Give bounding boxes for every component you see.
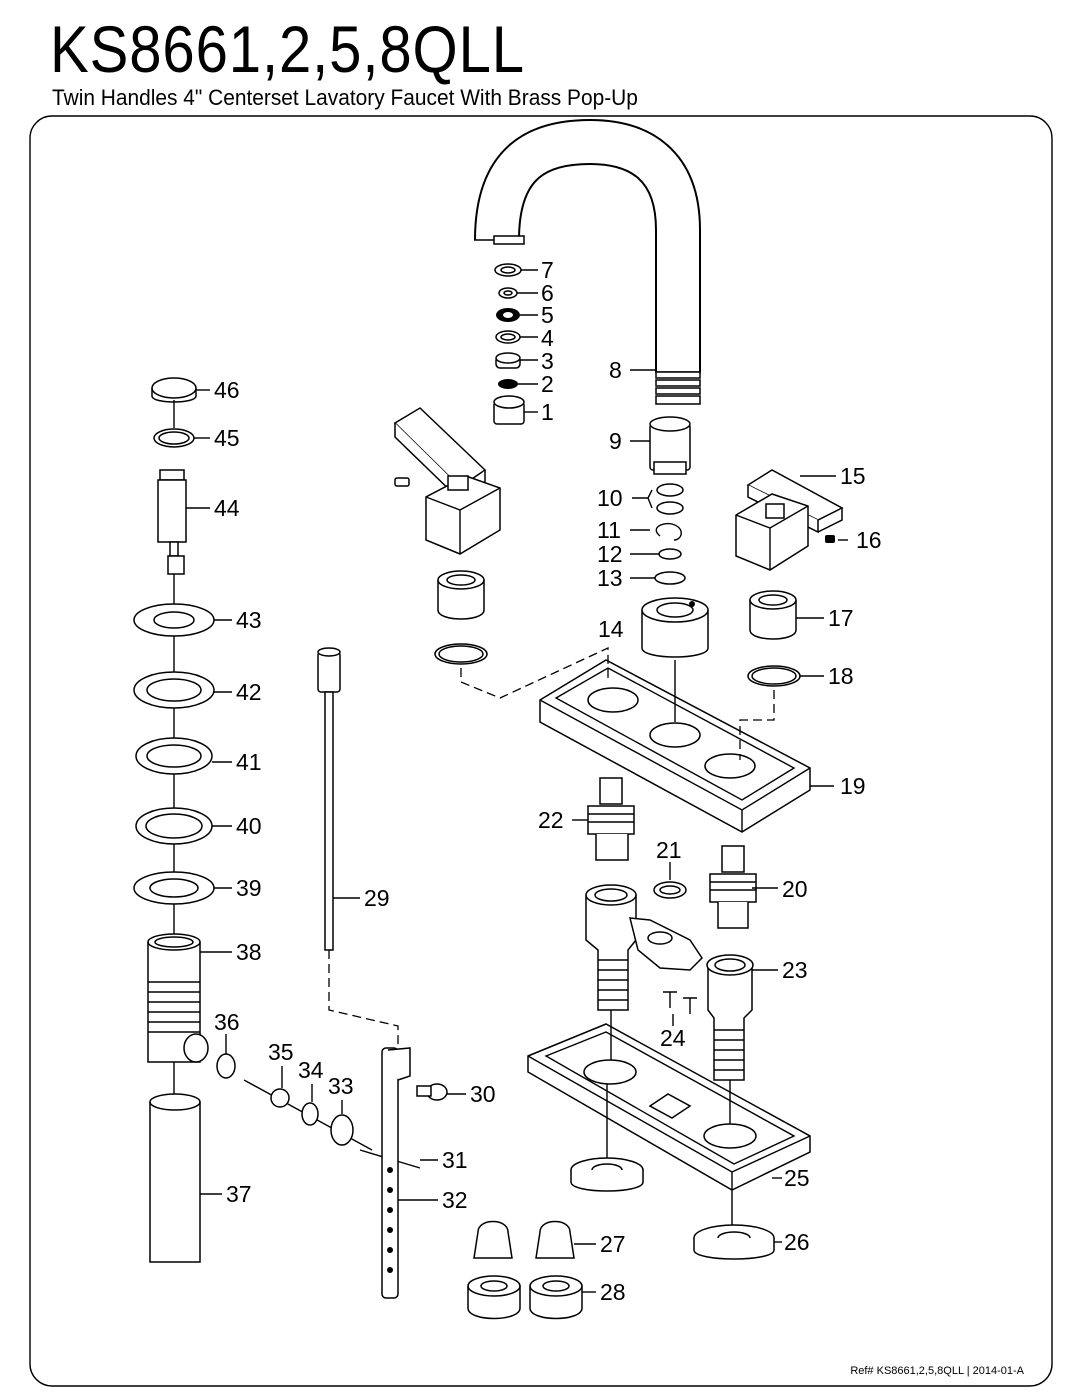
callout-13: 13 bbox=[597, 565, 623, 591]
callout-6: 6 bbox=[541, 280, 554, 306]
callout-32: 32 bbox=[442, 1187, 468, 1213]
callout-17: 17 bbox=[828, 605, 854, 631]
callout-46: 46 bbox=[214, 377, 240, 403]
callout-12: 12 bbox=[597, 541, 623, 567]
callout-44: 44 bbox=[214, 495, 240, 521]
callout-5: 5 bbox=[541, 302, 554, 328]
callout-leaders bbox=[186, 269, 848, 1293]
callout-19: 19 bbox=[840, 773, 866, 799]
diagram-frame bbox=[29, 115, 1053, 1387]
supply-connector-parts bbox=[467, 1220, 583, 1320]
model-title: KS8661,2,5,8QLL bbox=[50, 12, 525, 86]
mounting-nut-parts bbox=[570, 1157, 775, 1260]
callout-33: 33 bbox=[328, 1073, 354, 1099]
spout-hub-parts bbox=[641, 416, 709, 658]
callout-28: 28 bbox=[600, 1279, 626, 1305]
callout-27: 27 bbox=[600, 1231, 626, 1257]
callout-9: 9 bbox=[609, 428, 622, 454]
assembly-guide-lines bbox=[173, 400, 775, 1225]
valve-body-parts bbox=[585, 881, 754, 1081]
callout-22: 22 bbox=[538, 807, 564, 833]
callout-numbers: 7 6 5 4 3 2 1 8 9 10 11 12 13 14 15 16 1… bbox=[214, 257, 882, 1305]
callout-39: 39 bbox=[236, 875, 262, 901]
callout-18: 18 bbox=[828, 663, 854, 689]
model-description: Twin Handles 4" Centerset Lavatory Fauce… bbox=[52, 85, 638, 110]
callout-38: 38 bbox=[236, 939, 262, 965]
spout-part bbox=[474, 118, 701, 405]
callout-23: 23 bbox=[782, 957, 808, 983]
callout-37: 37 bbox=[226, 1181, 252, 1207]
callout-20: 20 bbox=[782, 876, 808, 902]
reference-code: Ref# KS8661,2,5,8QLL | 2014-01-A bbox=[850, 1365, 1024, 1377]
callout-45: 45 bbox=[214, 425, 240, 451]
callout-41: 41 bbox=[236, 749, 262, 775]
callout-43: 43 bbox=[236, 607, 262, 633]
callout-31: 31 bbox=[442, 1147, 468, 1173]
callout-35: 35 bbox=[268, 1039, 294, 1065]
callout-26: 26 bbox=[784, 1229, 810, 1255]
callout-34: 34 bbox=[298, 1057, 324, 1083]
callout-14: 14 bbox=[598, 616, 624, 642]
pivot-rod-parts bbox=[243, 1047, 448, 1299]
callout-1: 1 bbox=[541, 399, 554, 425]
callout-8: 8 bbox=[609, 357, 622, 383]
right-handle-part bbox=[735, 469, 844, 571]
callout-3: 3 bbox=[541, 348, 554, 374]
callout-29: 29 bbox=[364, 885, 390, 911]
callout-16: 16 bbox=[856, 527, 882, 553]
escutcheon-plate-part bbox=[539, 659, 811, 833]
callout-7: 7 bbox=[541, 257, 554, 283]
lift-rod-part bbox=[317, 647, 341, 951]
cartridge-parts bbox=[587, 777, 757, 929]
callout-24: 24 bbox=[660, 1025, 686, 1051]
callout-21: 21 bbox=[656, 837, 682, 863]
callout-10: 10 bbox=[597, 485, 623, 511]
callout-4: 4 bbox=[541, 325, 554, 351]
popup-drain-parts bbox=[133, 377, 236, 1263]
callout-40: 40 bbox=[236, 813, 262, 839]
aerator-parts bbox=[493, 263, 525, 425]
callout-25: 25 bbox=[784, 1165, 810, 1191]
callout-30: 30 bbox=[470, 1081, 496, 1107]
callout-42: 42 bbox=[236, 679, 262, 705]
callout-36: 36 bbox=[214, 1009, 240, 1035]
callout-2: 2 bbox=[541, 371, 554, 397]
callout-15: 15 bbox=[840, 463, 866, 489]
callout-11: 11 bbox=[597, 517, 621, 543]
bonnet-nut-parts bbox=[434, 570, 801, 687]
left-handle-part bbox=[393, 407, 501, 555]
base-gasket-part bbox=[527, 1023, 811, 1191]
